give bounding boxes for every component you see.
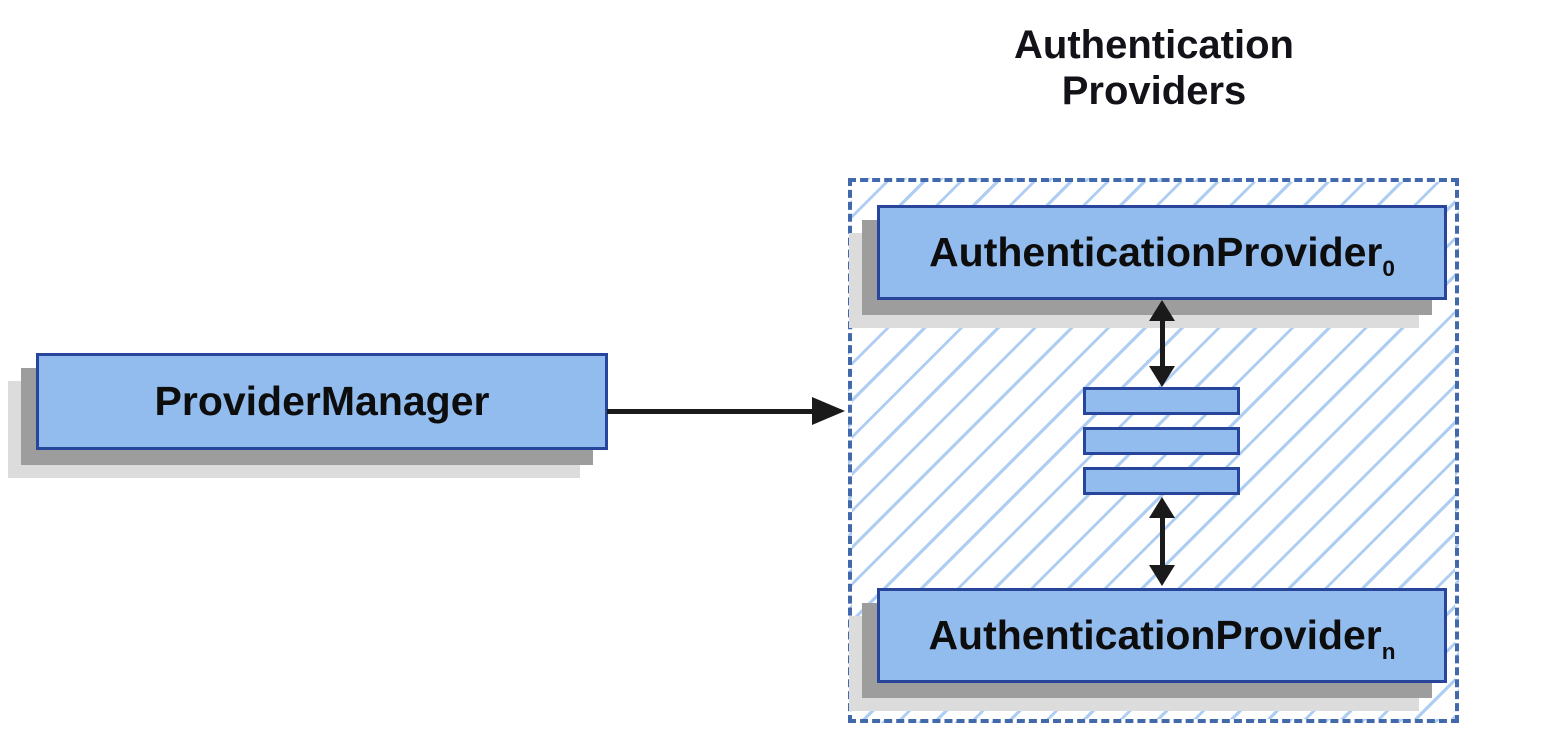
node-authentication-provider-0-text: AuthenticationProvider	[929, 229, 1383, 275]
node-authentication-provider-0: AuthenticationProvider0	[877, 205, 1447, 300]
arrow-bidirectional-bottom	[1149, 497, 1175, 586]
node-authentication-provider-n-label: AuthenticationProvidern	[928, 612, 1395, 663]
arrow-right-icon	[812, 397, 845, 425]
ellipsis-stack	[1083, 387, 1240, 495]
arrow-shaft	[1159, 310, 1165, 377]
node-authentication-provider-0-subscript: 0	[1382, 256, 1395, 282]
title-line-2: Providers	[1061, 69, 1247, 113]
arrow-down-icon	[1149, 366, 1175, 387]
arrow-shaft	[1159, 507, 1165, 576]
node-provider-manager: ProviderManager	[36, 353, 608, 450]
ellipsis-bar	[1083, 387, 1240, 415]
diagram-title: Authentication Providers	[848, 22, 1460, 114]
node-authentication-provider-n-subscript: n	[1381, 639, 1396, 665]
arrow-bidirectional-top	[1149, 300, 1175, 387]
authentication-providers-group: AuthenticationProvider0 AuthenticationPr…	[848, 178, 1459, 723]
node-authentication-provider-n-text: AuthenticationProvider	[928, 612, 1382, 658]
node-authentication-provider-n: AuthenticationProvidern	[877, 588, 1447, 683]
ellipsis-bar	[1083, 427, 1240, 455]
arrow-provider-manager-to-providers	[607, 409, 815, 414]
title-line-1: Authentication	[1014, 23, 1294, 67]
node-authentication-provider-0-label: AuthenticationProvider0	[929, 229, 1395, 280]
ellipsis-bar	[1083, 467, 1240, 495]
node-provider-manager-label: ProviderManager	[154, 378, 490, 424]
arrow-down-icon	[1149, 565, 1175, 586]
